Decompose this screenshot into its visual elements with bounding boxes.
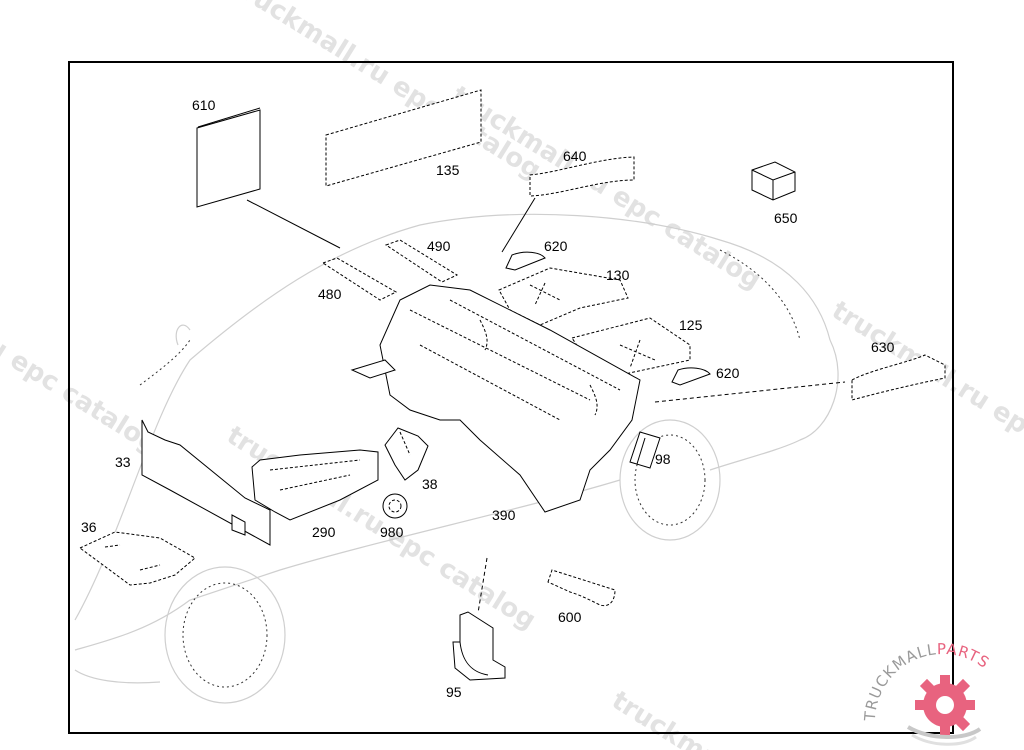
callout-98[interactable]: 98 [655, 451, 671, 467]
part-38-bracket[interactable] [384, 427, 429, 481]
callout-490[interactable]: 490 [427, 238, 451, 254]
callout-390[interactable]: 390 [492, 507, 516, 523]
part-650-foam-block[interactable] [751, 161, 796, 201]
part-980-grommet[interactable] [382, 493, 408, 519]
callout-290[interactable]: 290 [312, 524, 336, 540]
callout-600[interactable]: 600 [558, 609, 582, 625]
callout-480[interactable]: 480 [318, 286, 342, 302]
callout-130[interactable]: 130 [606, 267, 630, 283]
part-620-cap-upper[interactable] [505, 251, 546, 271]
part-610-insulation-panel[interactable] [196, 107, 261, 208]
callout-labels: 610 135 640 650 490 620 130 480 125 630 … [81, 97, 895, 700]
callout-650[interactable]: 650 [774, 210, 798, 226]
part-floor-assembly[interactable] [350, 284, 641, 513]
truckmall-parts-logo: TRUCKMALLPARTS [861, 640, 992, 746]
callout-980[interactable]: 980 [380, 524, 404, 540]
callout-36[interactable]: 36 [81, 519, 97, 535]
callout-640[interactable]: 640 [563, 148, 587, 164]
diagram-frame [68, 61, 954, 734]
part-36-underbody-panel[interactable] [79, 531, 196, 586]
part-640-foam-strip[interactable] [529, 156, 635, 197]
callout-33[interactable]: 33 [115, 454, 131, 470]
part-480-insulation-strip[interactable] [321, 257, 398, 301]
gear-icon [906, 675, 982, 746]
callout-135[interactable]: 135 [436, 162, 460, 178]
callout-620-lower[interactable]: 620 [716, 365, 740, 381]
part-135-insulation-mat[interactable] [325, 89, 482, 187]
part-95-support-block[interactable] [452, 611, 506, 681]
callout-125[interactable]: 125 [679, 317, 703, 333]
part-600-foam-strip[interactable] [547, 569, 616, 607]
callout-38[interactable]: 38 [422, 476, 438, 492]
part-620-cap-lower[interactable] [671, 367, 711, 386]
part-490-insulation-strip[interactable] [384, 239, 459, 283]
callout-620-upper[interactable]: 620 [544, 238, 568, 254]
callout-610[interactable]: 610 [192, 97, 216, 113]
part-290-side-member[interactable] [251, 449, 379, 521]
part-98-bracket[interactable] [629, 431, 661, 469]
callout-95[interactable]: 95 [446, 684, 462, 700]
part-630-foam-strip[interactable] [851, 354, 946, 401]
leader-lines [246, 197, 846, 614]
part-33-heat-shield[interactable] [141, 419, 271, 546]
callout-630[interactable]: 630 [871, 339, 895, 355]
